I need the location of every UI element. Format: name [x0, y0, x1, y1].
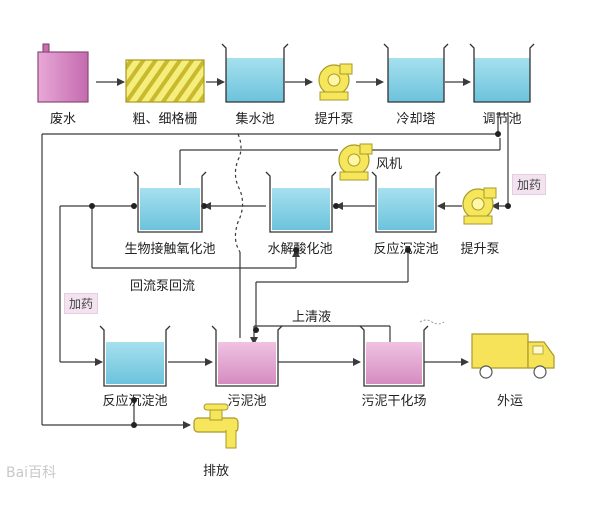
label-lift-pump-1: 提升泵	[314, 112, 354, 127]
label-add-chem-1: 加药	[512, 174, 547, 195]
truck-icon	[471, 333, 555, 379]
hydrolysis-tank	[265, 171, 337, 233]
label-blower: 风机	[376, 157, 403, 172]
label-sludge-tank: 污泥池	[227, 394, 267, 409]
lift-pump-1	[318, 63, 353, 101]
waste-water-container	[37, 43, 89, 103]
label-reaction-settle-tank-2: 反应沉淀池	[102, 394, 168, 409]
faucet-icon	[193, 403, 239, 449]
label-bio-contact-tank: 生物接触氧化池	[124, 242, 216, 257]
label-discharge: 排放	[202, 464, 230, 479]
bio-contact-tank	[133, 171, 207, 233]
watermark: Bai百科	[6, 465, 57, 481]
regulating-tank	[469, 43, 535, 103]
sludge-drying-field	[359, 319, 445, 387]
screen-grille	[125, 59, 205, 103]
label-add-chem-2: 加药	[64, 293, 99, 314]
label-screen: 粗、细格栅	[132, 112, 198, 127]
reaction-settle-tank-2	[99, 325, 171, 387]
label-reaction-settle-tank-1: 反应沉淀池	[373, 242, 439, 257]
blower	[338, 143, 373, 181]
label-regulating-tank: 调节池	[482, 112, 522, 127]
collect-tank	[221, 43, 289, 103]
cooling-tower	[383, 43, 449, 103]
label-collect-tank: 集水池	[235, 112, 275, 127]
flow-lines	[41, 78, 509, 429]
label-sludge-drying-field: 污泥干化场	[361, 394, 427, 409]
sludge-tank	[211, 325, 283, 387]
label-supernatant: 上清液	[292, 310, 332, 325]
label-hydrolysis-tank: 水解酸化池	[267, 242, 333, 257]
reaction-settle-tank-1	[371, 171, 441, 233]
label-cooling-tower: 冷却塔	[396, 112, 436, 127]
label-waste-water: 废水	[49, 112, 77, 127]
label-transport: 外运	[496, 394, 524, 409]
label-return-pump: 回流泵回流	[130, 279, 196, 294]
lift-pump-2	[462, 187, 497, 225]
label-lift-pump-2: 提升泵	[460, 242, 500, 257]
